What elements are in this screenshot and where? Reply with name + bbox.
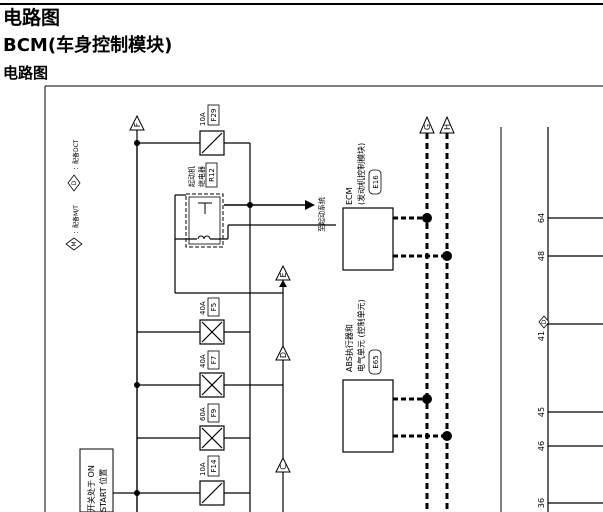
fuse-f5-rating: 40A (199, 301, 207, 315)
ecm-desc: (发动机控制模块) (356, 143, 366, 205)
pin-45: 45 (537, 407, 546, 417)
connector-f-label: F (133, 122, 142, 127)
module-title: BCM(车身控制模块) (3, 35, 173, 56)
connector-d-tag (275, 344, 291, 361)
fuse-f5-id: F5 (210, 303, 218, 311)
starter-note: 至起动系统 (317, 197, 326, 232)
fuse-f7-rating: 40A (199, 354, 207, 368)
fuse-f14-id: F14 (210, 459, 218, 472)
legend-d-tag (67, 174, 81, 192)
relay-id: R12 (208, 168, 216, 182)
legend-d-text: ：配备DCT (72, 139, 80, 170)
abs-module (342, 379, 394, 453)
fuse-f7-id: F7 (210, 356, 218, 364)
fuse-f9-rating: 60A (199, 407, 207, 421)
connector-d-label: D (279, 352, 288, 358)
header-rule (0, 3, 603, 5)
pin-41: 41 (537, 331, 546, 341)
pin-41-tag-label: D (541, 319, 548, 324)
fuse-f14-rating: 10A (199, 462, 207, 476)
abs-label-line2: 电气单元 (控制单元) (356, 299, 366, 372)
ecm-bus-node (442, 251, 452, 261)
legend-m-tag (65, 237, 83, 251)
legend-m-text: ：配备M/T (72, 205, 80, 234)
ecm-id: E16 (372, 175, 380, 189)
pin-36: 36 (537, 498, 546, 508)
abs-label-line1: ABS执行器和 (344, 324, 354, 372)
diagram-subtitle: 电路图 (3, 64, 49, 82)
starter-arrow-icon (305, 200, 315, 210)
pin-41-tag (538, 315, 550, 329)
connector-h-label: H (443, 124, 452, 130)
ecm-module (342, 207, 394, 271)
abs-bus-node (442, 431, 452, 441)
relay-label-line2: 继电器 (197, 166, 206, 187)
fuse-f9-id: F9 (210, 409, 218, 417)
legend-d-symbol: D (71, 180, 78, 185)
ecm-name: ECM (345, 187, 354, 205)
pin-64: 64 (537, 213, 546, 223)
legend: M ：配备M/T D ：配备DCT (65, 139, 83, 251)
legend-m-symbol: M (71, 241, 78, 246)
abs-bus-node (422, 394, 432, 404)
ecm-bus-node (422, 213, 432, 223)
connector-g-label: G (423, 124, 432, 130)
connector-c-tag (275, 456, 291, 473)
switch-label-line1: 开关处于 ON (86, 465, 96, 512)
abs-id: E65 (372, 355, 380, 368)
fuse-f29-id: F29 (210, 109, 218, 122)
relay-coil (197, 235, 211, 240)
ignition-switch-box (79, 448, 114, 512)
pin-48: 48 (537, 251, 546, 261)
connector-e-label: E (279, 272, 288, 277)
fuse-f29-rating: 10A (199, 112, 207, 126)
connector-c-label: C (279, 464, 288, 470)
switch-label-line2: START 位置 (98, 469, 108, 512)
relay-label-line1: 起动机 (187, 166, 196, 187)
pin-46: 46 (537, 441, 546, 451)
section-title: 电路图 (3, 7, 61, 29)
